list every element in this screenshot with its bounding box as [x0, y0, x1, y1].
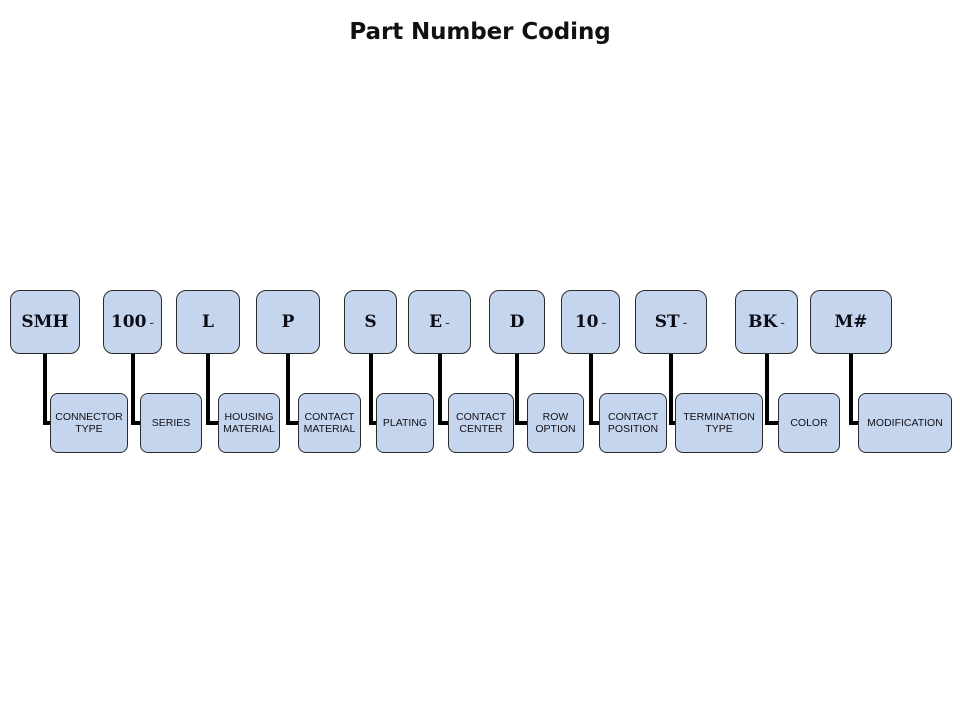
page-title: Part Number Coding	[349, 19, 611, 45]
label-text: CONTACT POSITION	[607, 410, 659, 436]
code-text: M#	[834, 312, 868, 332]
code-box-contact-position[interactable]: 10-	[561, 290, 620, 354]
connector-vertical	[515, 353, 519, 425]
label-box-series[interactable]: SERIES	[140, 393, 202, 453]
connector-horizontal	[849, 421, 861, 425]
connector-horizontal	[589, 421, 602, 425]
code-text: 10	[574, 312, 599, 332]
code-separator-dash: -	[601, 314, 607, 330]
label-text: MODIFICATION	[867, 416, 943, 429]
label-box-plating[interactable]: PLATING	[376, 393, 434, 453]
code-separator-dash: -	[780, 314, 785, 330]
label-box-contact-material[interactable]: CONTACT MATERIAL	[298, 393, 361, 453]
code-box-series[interactable]: 100-	[103, 290, 162, 354]
code-text: L	[202, 312, 214, 332]
code-text: ST	[654, 312, 680, 332]
code-text: S	[364, 312, 377, 332]
code-box-contact-material[interactable]: P	[256, 290, 320, 354]
connector-vertical	[438, 353, 442, 425]
connector-horizontal	[286, 421, 301, 425]
connector-vertical	[131, 353, 135, 425]
connector-vertical	[286, 353, 290, 425]
code-text: E	[429, 312, 443, 332]
connector-vertical	[765, 353, 769, 425]
label-box-color[interactable]: COLOR	[778, 393, 840, 453]
code-text: BK	[748, 312, 778, 332]
label-text: PLATING	[382, 416, 428, 429]
label-box-modification[interactable]: MODIFICATION	[858, 393, 952, 453]
code-box-connector-type[interactable]: SMH	[10, 290, 80, 354]
code-text: D	[509, 312, 525, 332]
label-text: SERIES	[151, 416, 191, 429]
connector-vertical	[589, 353, 593, 425]
code-box-row-option[interactable]: D	[489, 290, 545, 354]
connector-horizontal	[515, 421, 530, 425]
label-box-connector-type[interactable]: CONNECTOR TYPE	[50, 393, 128, 453]
label-text: TERMINATION TYPE	[683, 410, 755, 436]
connector-horizontal	[438, 421, 451, 425]
code-text: P	[281, 312, 295, 332]
code-separator-dash: -	[445, 314, 450, 330]
label-text: COLOR	[790, 416, 828, 429]
code-box-contact-center[interactable]: E-	[408, 290, 471, 354]
code-separator-dash: -	[682, 314, 688, 330]
label-text: ROW OPTION	[535, 410, 576, 436]
connector-vertical	[669, 353, 673, 425]
label-box-contact-center[interactable]: CONTACT CENTER	[448, 393, 514, 453]
label-text: CONTACT MATERIAL	[303, 410, 356, 436]
label-box-row-option[interactable]: ROW OPTION	[527, 393, 584, 453]
code-box-modification[interactable]: M#	[810, 290, 892, 354]
code-box-plating[interactable]: S	[344, 290, 397, 354]
label-box-termination-type[interactable]: TERMINATION TYPE	[675, 393, 763, 453]
label-box-housing-material[interactable]: HOUSING MATERIAL	[218, 393, 280, 453]
label-text: HOUSING MATERIAL	[223, 410, 275, 436]
label-text: CONNECTOR TYPE	[55, 410, 123, 436]
code-box-color[interactable]: BK-	[735, 290, 798, 354]
connector-vertical	[369, 353, 373, 425]
connector-horizontal	[765, 421, 781, 425]
connector-horizontal	[43, 421, 53, 425]
code-box-housing-material[interactable]: L	[176, 290, 240, 354]
connector-horizontal	[369, 421, 379, 425]
code-separator-dash: -	[149, 314, 155, 330]
connector-vertical	[43, 353, 47, 425]
code-text: 100	[110, 312, 147, 332]
connector-vertical	[206, 353, 210, 425]
label-text: CONTACT CENTER	[456, 410, 506, 436]
code-box-termination-type[interactable]: ST-	[635, 290, 707, 354]
connector-vertical	[849, 353, 853, 425]
label-box-contact-position[interactable]: CONTACT POSITION	[599, 393, 667, 453]
connector-horizontal	[206, 421, 221, 425]
connector-horizontal	[131, 421, 143, 425]
connector-horizontal	[669, 421, 678, 425]
code-text: SMH	[21, 312, 69, 332]
